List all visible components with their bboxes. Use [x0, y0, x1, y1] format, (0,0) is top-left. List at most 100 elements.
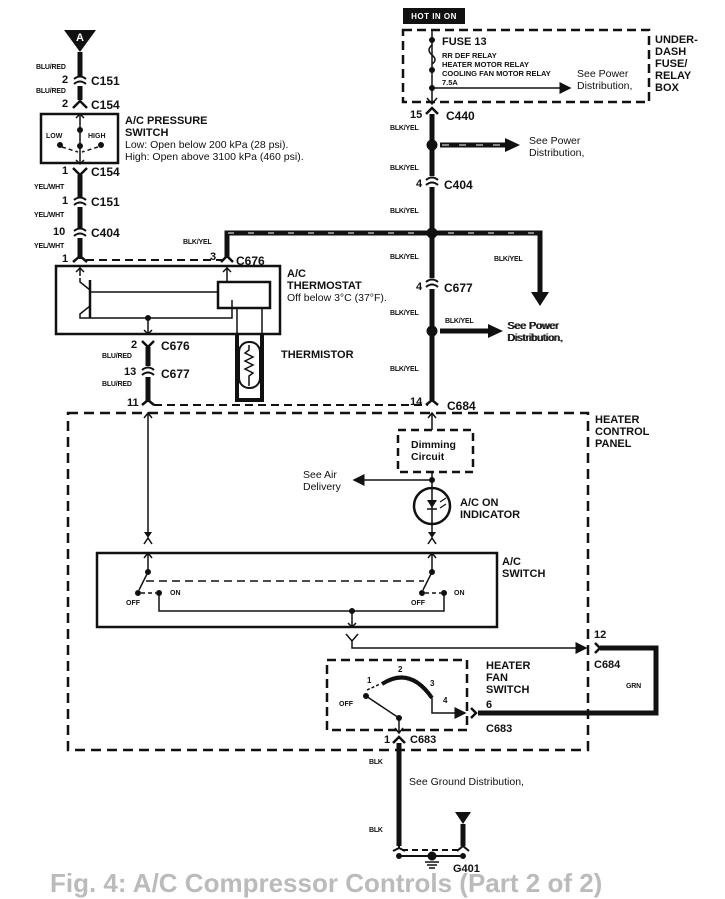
pin-c676-2: 2 — [131, 339, 138, 351]
wire-label-grn: GRN — [626, 683, 641, 690]
connector-label-c154-bot: C154 — [91, 165, 120, 179]
wire-label-blk-yel: BLK/YEL — [390, 165, 419, 172]
wire-label-blk-yel: BLK/YEL — [390, 254, 419, 261]
connector-c677-right — [425, 278, 439, 288]
fuse-box-outline — [401, 28, 651, 104]
wire-label-blk: BLK — [369, 759, 383, 766]
connector-label-c404-left: C404 — [91, 226, 120, 240]
dimming-circuit-label: Dimming Circuit — [411, 439, 456, 463]
connector-c677-left — [141, 366, 155, 376]
connector-label-c676-3: C676 — [236, 254, 265, 268]
ac-switch-on-label-1: ON — [170, 590, 181, 597]
figure-caption-cropped: Fig. 4: A/C Compressor Controls (Part 2 … — [50, 868, 603, 898]
ground-g401-label: G401 — [453, 863, 480, 875]
ac-switch-box — [95, 551, 499, 629]
pin-c676-3: 3 — [210, 251, 217, 263]
connector-c154-top — [72, 99, 88, 109]
fan-switch-pos-3: 3 — [430, 679, 435, 688]
ac-switch-on-label-2: ON — [454, 590, 465, 597]
wire-blk-yel-thermostat — [224, 230, 543, 292]
fan-switch-pos-4: 4 — [443, 696, 448, 705]
connector-c154-bot — [72, 167, 88, 177]
connector-a-label: A — [76, 32, 84, 44]
pressure-switch-spec-high: High: Open above 3100 kPa (460 psi). — [125, 151, 304, 163]
hot-in-on-badge: HOT IN ON — [403, 8, 465, 24]
wire-label-blk-yel: BLK/YEL — [390, 366, 419, 373]
pin-c151-bot: 1 — [62, 195, 69, 207]
connector-c151-bot — [73, 196, 87, 206]
wire-label-yel-wht: YEL/WHT — [34, 212, 65, 219]
see-power-note-2: See Power Distribution, — [508, 320, 564, 344]
connector-c151-top — [73, 75, 87, 85]
pressure-switch-title: A/C PRESSURE SWITCH — [125, 115, 208, 139]
ground-g401-icon — [425, 851, 439, 869]
wire-label-blu-red: BLU/RED — [102, 353, 132, 360]
ac-switch-title: A/C SWITCH — [502, 556, 546, 580]
connector-label-c154-top: C154 — [91, 98, 120, 112]
thermostat-spec: Off below 3°C (37°F). — [287, 292, 387, 304]
connector-label-c683-1: C683 — [410, 734, 437, 746]
pin-c151-top: 2 — [62, 74, 69, 86]
wire-label-blk-yel: BLK/YEL — [445, 318, 474, 325]
see-power-note-3: See Power Distribution, — [507, 320, 563, 344]
thermistor-label: THERMISTOR — [281, 349, 354, 361]
connector-label-c676-2: C676 — [161, 339, 190, 353]
ac-on-indicator-label: A/C ON INDICATOR — [460, 497, 521, 521]
thermostat-box — [54, 264, 282, 336]
see-power-note-1: See Power Distribution, — [529, 135, 585, 159]
pin-c404-right: 4 — [416, 178, 423, 190]
pin-c404-left: 10 — [53, 226, 66, 238]
pin-c677-13: 13 — [124, 366, 137, 378]
connector-c404-right — [425, 176, 439, 186]
pin-c684-11: 11 — [127, 397, 139, 409]
pin-c677-right: 4 — [416, 281, 423, 293]
ac-switch-off-label-1: OFF — [126, 600, 140, 607]
wire-label-yel-wht: YEL/WHT — [34, 184, 65, 191]
pin-c684-14: 14 — [410, 396, 423, 408]
dimming-circuit-box — [396, 428, 475, 474]
pressure-switch-high-label: HIGH — [88, 133, 106, 140]
fan-switch-pos-2: 2 — [398, 665, 403, 674]
wire-label-blk: BLK — [369, 827, 383, 834]
thermostat-title: A/C THERMOSTAT — [287, 268, 362, 292]
connector-label-c684-14: C684 — [447, 399, 476, 413]
connector-label-c151-top: C151 — [91, 74, 120, 88]
wiring-diagram-canvas — [39, 28, 659, 869]
pin-c154-bot: 1 — [62, 165, 69, 177]
wire-label-blk-yel: BLK/YEL — [390, 208, 419, 215]
pressure-switch-low-label: LOW — [46, 133, 63, 140]
pin-c683-1: 1 — [384, 734, 391, 746]
connector-label-c684-12: C684 — [594, 659, 621, 671]
fuse-13-label: FUSE 13 — [442, 36, 487, 48]
see-air-delivery-note: See Air Delivery — [303, 469, 341, 493]
connector-label-c151-bot: C151 — [91, 195, 120, 209]
fuse-loads: RR DEF RELAY HEATER MOTOR RELAY COOLING … — [442, 51, 551, 87]
fuse-box-name: UNDER- DASH FUSE/ RELAY BOX — [655, 34, 698, 94]
wire-label-blk-yel-thermostat: BLK/YEL — [183, 239, 212, 246]
wire-label-blk-yel: BLK/YEL — [494, 256, 523, 263]
wire-label-blu-red: BLU/RED — [102, 381, 132, 388]
fuse-box-see-power-note: See Power Distribution, — [577, 68, 633, 92]
pin-c676-1: 1 — [62, 253, 69, 265]
fan-switch-pos-1: 1 — [367, 676, 372, 685]
wire-label-yel-wht: YEL/WHT — [34, 243, 65, 250]
wire-label-blu-red: BLU/RED — [36, 64, 66, 71]
heater-control-panel-outline — [66, 411, 590, 752]
fan-switch-pos-off: OFF — [339, 701, 353, 708]
connector-label-c677-13: C677 — [161, 367, 190, 381]
connector-a-triangle — [64, 30, 96, 52]
wire-label-blu-red: BLU/RED — [36, 88, 66, 95]
wire-label-blk-yel: BLK/YEL — [390, 125, 419, 132]
pin-c683-6: 6 — [486, 699, 493, 711]
pin-c440: 15 — [410, 109, 423, 121]
connector-label-c440: C440 — [446, 109, 475, 123]
heater-control-panel-name: HEATER CONTROL PANEL — [595, 414, 650, 450]
see-ground-distribution-note: See Ground Distribution, — [409, 776, 524, 788]
heater-fan-switch-title: HEATER FAN SWITCH — [486, 660, 531, 696]
pin-c684-12: 12 — [594, 629, 607, 641]
pin-c154-top: 2 — [62, 98, 69, 110]
pressure-switch-spec-low: Low: Open below 200 kPa (28 psi). — [125, 139, 289, 151]
connector-label-c683-6: C683 — [486, 723, 513, 735]
connector-label-c677-right: C677 — [444, 281, 473, 295]
wire-label-blk-yel: BLK/YEL — [390, 310, 419, 317]
